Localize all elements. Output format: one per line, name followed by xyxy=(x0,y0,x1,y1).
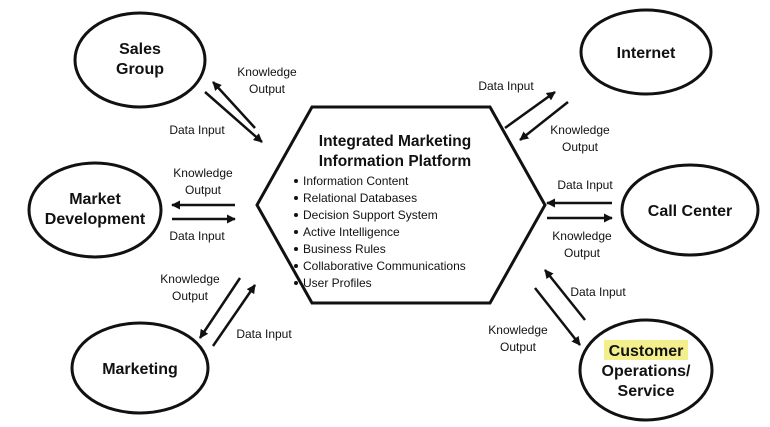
feature-item: Active Intelligence xyxy=(303,225,400,239)
market-development-label-line1: Market xyxy=(69,191,121,208)
feature-item: User Profiles xyxy=(303,276,372,290)
sales-group-label-line1: Sales xyxy=(119,41,161,58)
marketing-output-label: Output xyxy=(172,289,209,303)
sales-data-input-label: Data Input xyxy=(169,123,225,137)
internet-label: Internet xyxy=(617,45,676,62)
customer-operations-label-line3: Service xyxy=(618,383,675,400)
internet-knowledge-output-arrow xyxy=(519,101,569,141)
sales-data-input-arrow xyxy=(204,91,263,143)
customer-operations-label-line2: Operations/ xyxy=(602,363,691,380)
platform-hexagon xyxy=(255,105,547,305)
sales-knowledge-label: Knowledge xyxy=(237,65,297,79)
sales-group-label-line2: Group xyxy=(116,61,164,78)
market-dev-data-input-label: Data Input xyxy=(169,229,225,243)
internet-output-label: Output xyxy=(562,140,599,154)
platform-feature-list: Information Content Relational Databases… xyxy=(294,174,466,290)
customer-output-label: Output xyxy=(500,340,537,354)
internet-knowledge-label: Knowledge xyxy=(550,123,610,137)
feature-item: Decision Support System xyxy=(303,208,438,222)
call-center-node xyxy=(620,163,760,257)
feature-item: Business Rules xyxy=(303,242,386,256)
internet-data-input-label: Data Input xyxy=(478,79,534,93)
sales-group-node xyxy=(73,11,207,109)
internet-data-input-arrow xyxy=(504,90,556,130)
call-center-knowledge-label: Knowledge xyxy=(552,229,612,243)
customer-highlight xyxy=(604,340,688,360)
customer-knowledge-label: Knowledge xyxy=(488,323,548,337)
market-dev-knowledge-label: Knowledge xyxy=(173,166,233,180)
call-center-data-input-label: Data Input xyxy=(557,178,613,192)
sales-knowledge-output-arrow xyxy=(212,81,256,129)
marketing-knowledge-label: Knowledge xyxy=(160,272,220,286)
internet-node xyxy=(579,8,713,96)
platform-title-line1: Integrated Marketing xyxy=(319,133,471,150)
customer-operations-label-line1: Customer xyxy=(609,343,684,360)
marketing-node xyxy=(70,321,210,415)
market-dev-output-label: Output xyxy=(185,183,222,197)
feature-item: Collaborative Communications xyxy=(303,259,466,273)
marketing-knowledge-output-arrow xyxy=(198,277,242,339)
market-development-label-line2: Development xyxy=(45,211,146,228)
customer-data-input-label: Data Input xyxy=(570,285,626,299)
sales-output-label: Output xyxy=(249,82,286,96)
marketing-data-input-arrow xyxy=(211,284,257,347)
call-center-label: Call Center xyxy=(648,203,732,220)
market-development-node xyxy=(27,161,163,259)
feature-item: Information Content xyxy=(303,174,409,188)
marketing-label: Marketing xyxy=(102,361,178,378)
feature-item: Relational Databases xyxy=(303,191,417,205)
platform-title-line2: Information Platform xyxy=(319,153,471,170)
customer-knowledge-output-arrow xyxy=(534,287,581,346)
call-center-output-label: Output xyxy=(564,246,601,260)
customer-data-input-arrow xyxy=(544,269,586,321)
marketing-data-input-label: Data Input xyxy=(236,327,292,341)
